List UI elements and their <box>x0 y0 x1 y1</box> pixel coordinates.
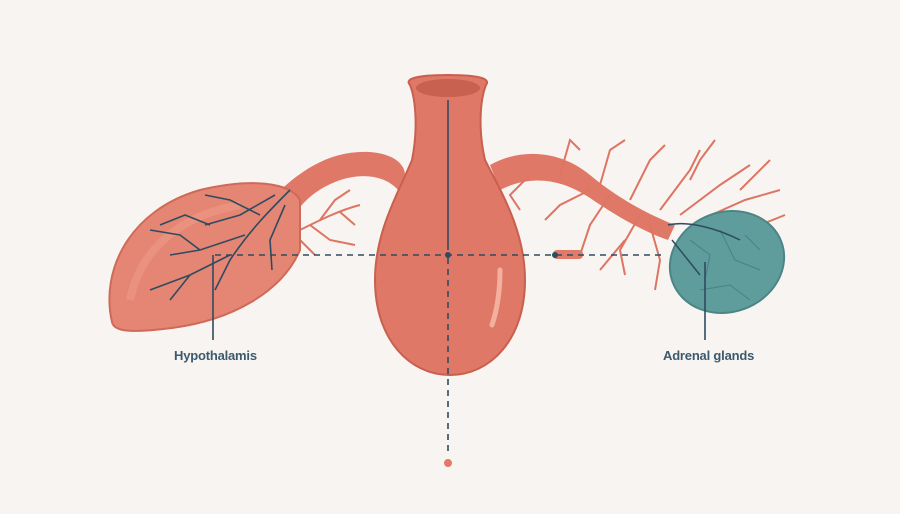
central-organ <box>373 73 527 377</box>
right-tube <box>490 153 675 240</box>
label-adrenal-glands: Adrenal glands <box>663 348 755 363</box>
label-hypothalamus: Hypothalamis <box>174 348 257 363</box>
right-branches <box>508 138 786 291</box>
guide-lines <box>212 100 706 455</box>
adrenal-gland <box>668 209 786 315</box>
left-tube <box>270 151 405 225</box>
left-branches <box>299 189 361 256</box>
endpoint-dot <box>444 459 452 467</box>
left-organ <box>108 182 301 332</box>
left-organ-veins <box>149 189 291 301</box>
